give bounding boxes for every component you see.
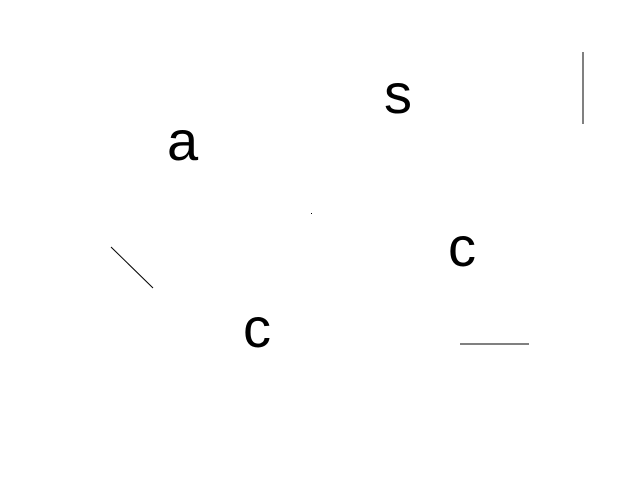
- diagonal-stroke: [110, 246, 154, 289]
- letter-a: a: [167, 109, 199, 172]
- letter-s: s: [384, 62, 412, 125]
- dot-mark: [311, 213, 312, 214]
- letter-c-upper: c: [448, 215, 476, 278]
- letter-c-lower: c: [243, 296, 271, 359]
